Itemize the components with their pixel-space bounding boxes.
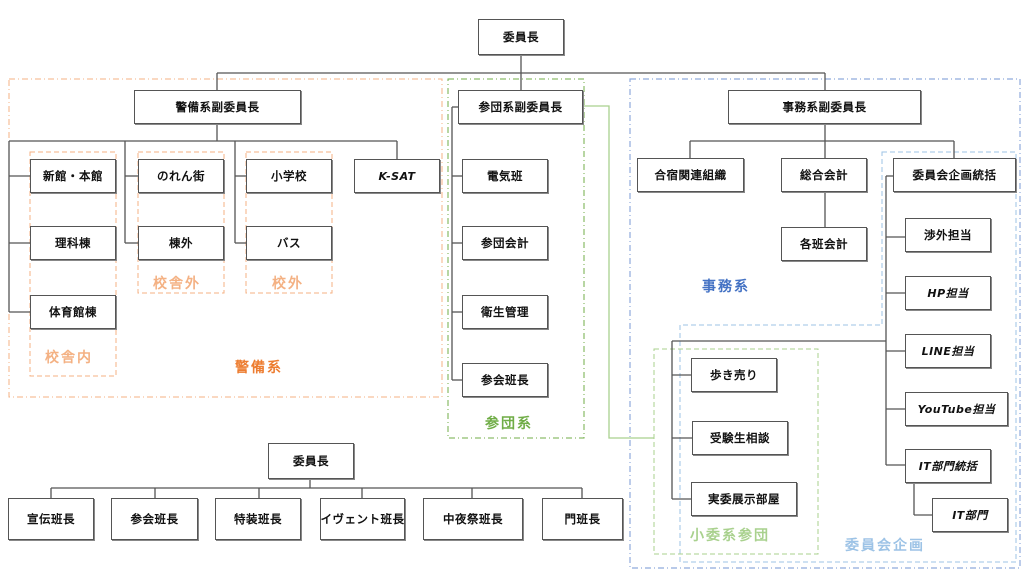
outside-building-group-outline (137, 151, 225, 294)
group-label-keibi: 警備系 (235, 360, 283, 376)
group-label-outside-school: 校外 (272, 276, 304, 292)
node-shogakko[interactable]: 小学校 (246, 159, 332, 193)
group-label-inside: 校舎内 (45, 350, 93, 366)
node-gasshuku[interactable]: 合宿関連組織 (637, 158, 744, 192)
bottom-chair-node[interactable]: 委員長 (268, 443, 354, 479)
node-event-hancho[interactable]: イヴェント班長 (320, 498, 405, 540)
node-arukiuri[interactable]: 歩き売り (691, 358, 777, 392)
node-jukensei-sodan[interactable]: 受験生相談 (692, 421, 788, 455)
node-kakuhan-kaikei[interactable]: 各班会計 (781, 227, 867, 261)
node-norengai[interactable]: のれん街 (138, 159, 224, 193)
group-label-outside-building: 校舎外 (153, 276, 201, 292)
shoiin-group-outline (653, 348, 819, 555)
node-it-bumon[interactable]: IT部門 (932, 498, 1008, 532)
node-tokuso-hancho[interactable]: 特装班長 (215, 498, 301, 540)
node-togai[interactable]: 棟外 (138, 226, 224, 260)
node-sankai-hancho[interactable]: 参会班長 (462, 363, 548, 397)
node-hp[interactable]: HP担当 (905, 276, 991, 310)
node-chuyasai-hancho[interactable]: 中夜祭班長 (423, 498, 523, 540)
node-bus[interactable]: バス (246, 226, 332, 260)
node-denkihan[interactable]: 電気班 (462, 159, 548, 193)
node-shogai[interactable]: 渉外担当 (905, 218, 991, 252)
node-sogo-kaikei[interactable]: 総合会計 (781, 158, 867, 192)
node-senden-hancho[interactable]: 宣伝班長 (8, 498, 94, 540)
sandan-group-outline (447, 78, 585, 439)
node-rikato[interactable]: 理科棟 (30, 226, 116, 260)
node-kikaku-tokatsu[interactable]: 委員会企画統括 (893, 158, 1016, 192)
node-shinkan-honkan[interactable]: 新館・本館 (30, 159, 116, 193)
jimu-vice-chair-node[interactable]: 事務系副委員長 (728, 90, 921, 124)
node-ksat[interactable]: K-SAT (354, 159, 440, 193)
node-mon-hancho[interactable]: 門班長 (542, 498, 623, 540)
node-line[interactable]: LINE担当 (905, 334, 991, 368)
node-it-tokatsu[interactable]: IT部門統括 (905, 449, 991, 483)
group-label-sandan: 参団系 (485, 416, 533, 432)
keibi-vice-chair-node[interactable]: 警備系副委員長 (134, 90, 301, 124)
group-label-shoiin: 小委系参団 (690, 528, 770, 544)
iinkai-group-outline (679, 151, 1017, 563)
node-jitsui-tenji[interactable]: 実委展示部屋 (691, 482, 797, 516)
outside-school-group-outline (245, 151, 333, 294)
inside-group-outline (29, 151, 117, 377)
node-sandan-kaikei[interactable]: 参団会計 (462, 226, 548, 260)
node-sankai-hancho-bottom[interactable]: 参会班長 (111, 498, 198, 540)
chair-node[interactable]: 委員長 (478, 19, 564, 55)
group-label-jimu: 事務系 (702, 279, 750, 295)
sandan-vice-chair-node[interactable]: 参団系副委員長 (458, 90, 583, 124)
node-youtube[interactable]: YouTube担当 (905, 392, 1008, 426)
node-taiikukanto[interactable]: 体育館棟 (30, 295, 116, 329)
node-eisei-kanri[interactable]: 衛生管理 (462, 295, 548, 329)
group-label-kikaku: 委員会企画 (845, 538, 925, 554)
sandan-link-line (583, 105, 654, 439)
